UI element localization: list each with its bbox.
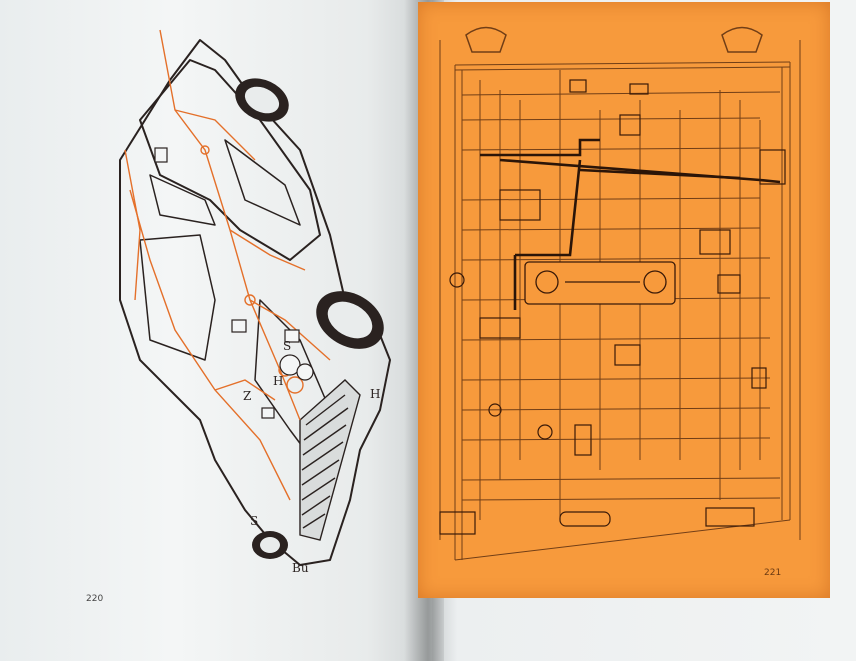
car-wiring-harness [124,29,331,501]
car-rear-window [224,139,301,226]
car-components [154,147,314,419]
car-label: Bu [292,561,309,575]
car-label-group: S Bu H S H Z [243,339,380,575]
car-door [139,234,216,361]
car-grille [299,379,361,541]
page-number-right: 221 [764,568,782,578]
car-label: S [250,514,258,528]
car-roof [139,59,321,261]
car-wheels [235,78,384,559]
schematic-components [439,79,786,535]
headlamp-right [721,26,763,53]
car-label: H [370,387,380,401]
car-side-window [149,174,216,226]
page-number-left: 220 [86,594,104,604]
car-label: Z [243,389,251,403]
car-label: H [273,374,283,388]
headlamp-left [465,26,507,53]
instrument-cluster [524,261,676,305]
car-label: S [283,339,291,353]
